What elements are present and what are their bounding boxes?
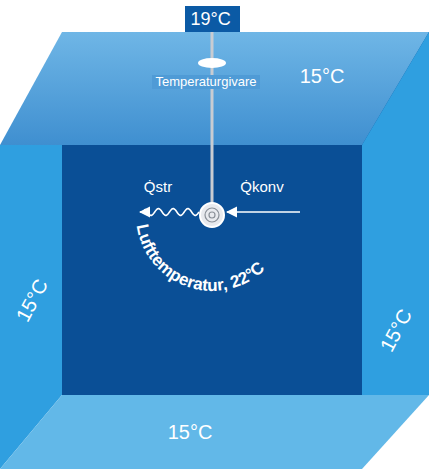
convection-arrow	[227, 211, 300, 213]
ceiling-face	[0, 32, 429, 145]
air-temperature: Lufttemperatur, 22°C	[133, 222, 268, 295]
sensor-rod	[211, 30, 214, 203]
sensor-ring	[205, 208, 219, 222]
right-wall-face	[362, 32, 429, 395]
value-tag: 19°C	[185, 6, 240, 32]
radiation-arrow	[140, 209, 199, 216]
temperature-reading: 19°C	[191, 8, 234, 30]
convection-symbol: Q̇konv	[240, 178, 283, 195]
sensor-label: Temperaturgivare	[152, 75, 259, 90]
floor-temperature: 15°C	[168, 421, 213, 444]
radiation-symbol: Q̇str	[144, 178, 172, 195]
floor-face	[0, 395, 429, 469]
temperature-sensor	[200, 203, 224, 227]
ceiling-temperature: 15°C	[300, 65, 345, 88]
rod-mount	[198, 58, 226, 68]
sensor-core	[209, 212, 215, 218]
